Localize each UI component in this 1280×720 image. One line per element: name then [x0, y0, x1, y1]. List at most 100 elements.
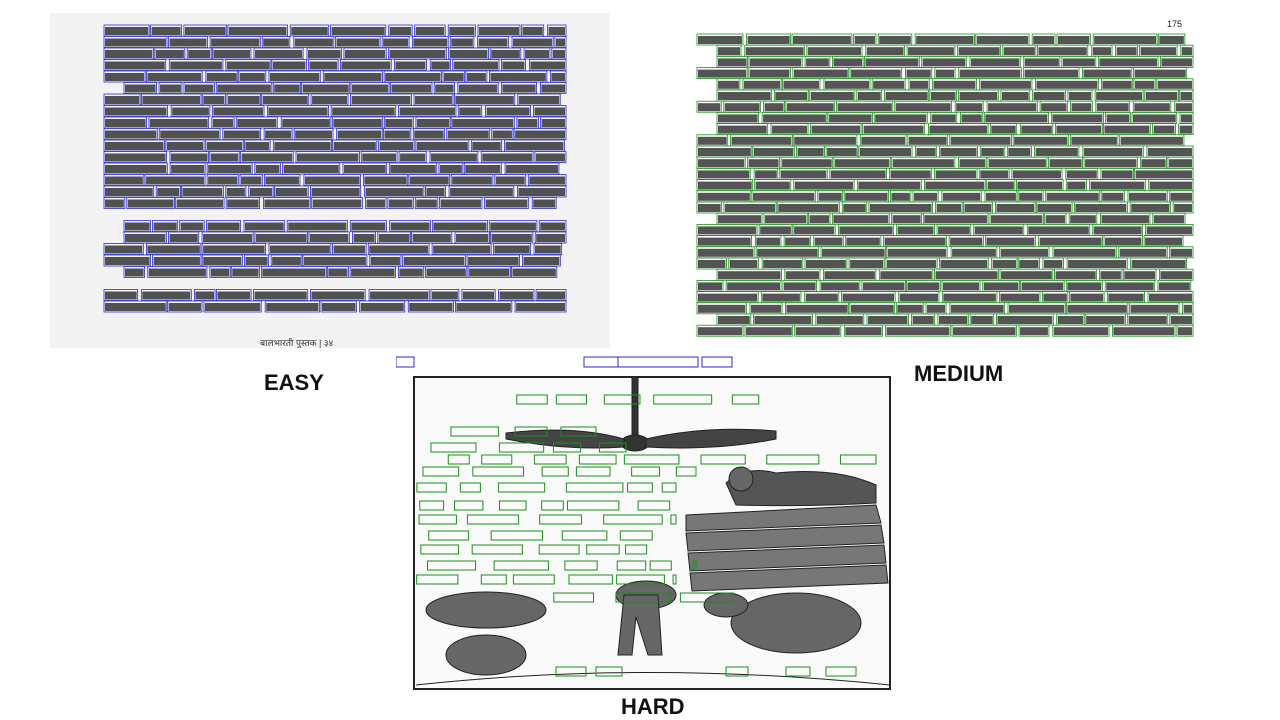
word-bounding-box — [516, 116, 539, 129]
word-bounding-box — [578, 454, 617, 465]
text-word — [533, 199, 556, 208]
text-word — [255, 50, 303, 58]
text-word — [698, 248, 754, 257]
word-bounding-box — [330, 105, 397, 117]
text-word — [254, 291, 307, 300]
text-word — [537, 291, 565, 300]
text-word — [956, 103, 983, 112]
word-bounding-box — [150, 24, 182, 37]
word-bounding-box — [293, 128, 334, 140]
text-word — [495, 176, 525, 185]
text-word — [272, 257, 301, 265]
text-word — [698, 204, 721, 212]
text-word — [1086, 316, 1125, 324]
text-word — [1019, 260, 1039, 268]
text-word — [764, 103, 784, 112]
word-bounding-box — [339, 59, 392, 71]
text-word — [1101, 170, 1133, 179]
text-word — [821, 282, 859, 291]
text-word — [1099, 58, 1157, 67]
word-bounding-box — [490, 231, 534, 244]
word-bounding-box — [152, 220, 179, 232]
text-word — [786, 304, 848, 313]
word-bounding-box — [623, 454, 680, 465]
word-bounding-box — [352, 231, 376, 244]
text-word — [142, 96, 201, 104]
word-bounding-box — [263, 174, 301, 186]
word-bounding-box — [675, 466, 697, 477]
text-word — [698, 69, 747, 78]
text-word — [1101, 215, 1149, 224]
word-bounding-box — [457, 105, 483, 117]
text-word — [204, 303, 261, 311]
word-bounding-box — [422, 466, 460, 477]
text-word — [718, 215, 762, 224]
text-word — [892, 215, 921, 224]
text-word — [105, 303, 166, 311]
text-word — [729, 260, 758, 268]
text-word — [1181, 114, 1192, 123]
text-word — [1116, 47, 1137, 56]
text-word — [1131, 204, 1170, 212]
text-word — [782, 159, 832, 168]
text-word — [959, 92, 998, 100]
word-bounding-box — [103, 128, 158, 140]
word-bounding-box — [425, 266, 468, 278]
word-bounding-box — [377, 231, 411, 244]
text-word — [749, 58, 802, 67]
text-word — [1071, 103, 1092, 112]
text-word — [210, 268, 230, 277]
word-bounding-box — [514, 426, 548, 437]
text-word — [105, 257, 150, 265]
text-word — [518, 96, 560, 104]
text-word — [698, 282, 722, 291]
word-bounding-box — [527, 174, 567, 186]
text-word — [814, 237, 843, 246]
text-word — [153, 222, 177, 231]
text-word — [263, 38, 289, 47]
text-word — [935, 69, 955, 78]
word-bounding-box — [332, 243, 367, 255]
word-bounding-box — [925, 302, 947, 315]
text-word — [351, 268, 395, 277]
text-word — [341, 61, 391, 70]
word-bounding-box — [270, 254, 303, 267]
word-bounding-box — [522, 254, 561, 267]
text-word — [950, 136, 1011, 145]
word-bounding-box — [387, 197, 414, 209]
text-word — [988, 103, 1037, 112]
text-word — [333, 119, 382, 127]
text-word — [227, 199, 259, 208]
text-word — [518, 188, 565, 196]
word-bounding-box — [586, 544, 620, 555]
word-bounding-box — [320, 300, 357, 313]
easy-label: EASY — [264, 370, 324, 395]
text-word — [859, 148, 912, 156]
text-word — [379, 142, 414, 150]
text-word — [459, 107, 481, 116]
text-word — [296, 153, 359, 162]
text-word — [275, 188, 308, 196]
text-word — [1057, 316, 1083, 324]
text-word — [1134, 69, 1186, 78]
text-word — [794, 181, 854, 190]
word-bounding-box — [310, 185, 362, 198]
word-bounding-box — [388, 24, 413, 37]
word-bounding-box — [539, 514, 582, 525]
text-word — [1161, 58, 1192, 67]
text-word — [985, 114, 1048, 123]
text-word — [1177, 327, 1192, 336]
text-word — [873, 80, 905, 89]
word-bounding-box — [264, 300, 320, 313]
text-word — [439, 165, 462, 173]
text-word — [453, 61, 499, 70]
text-word — [241, 176, 262, 185]
word-bounding-box — [103, 185, 155, 198]
text-word — [718, 47, 741, 56]
text-word — [125, 222, 150, 231]
text-word — [485, 199, 528, 208]
text-word — [211, 38, 260, 47]
word-bounding-box — [700, 454, 746, 465]
word-bounding-box — [1178, 123, 1194, 135]
text-word — [775, 92, 808, 100]
